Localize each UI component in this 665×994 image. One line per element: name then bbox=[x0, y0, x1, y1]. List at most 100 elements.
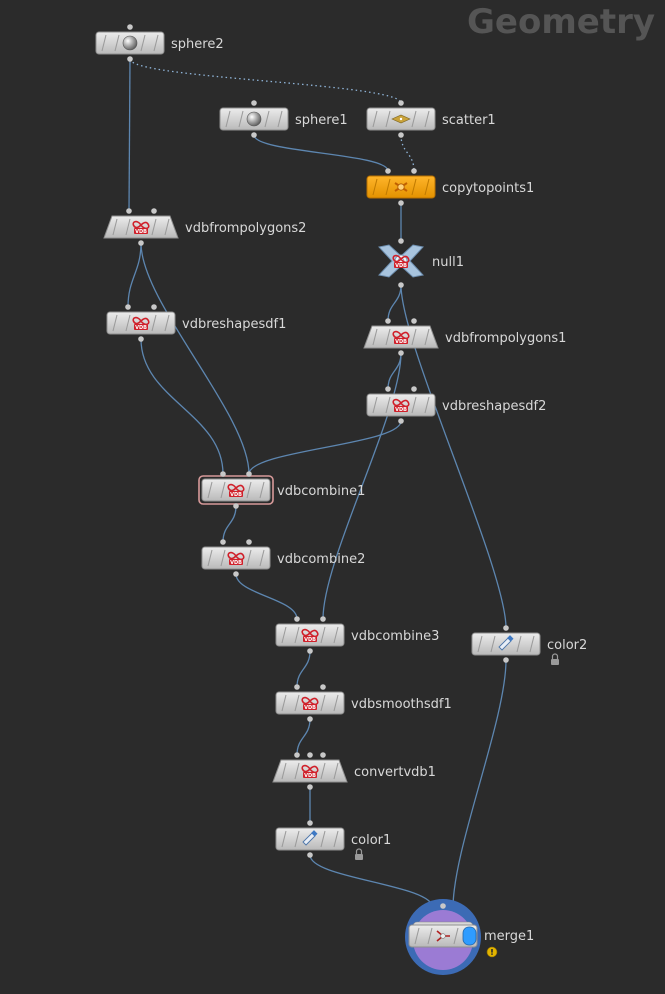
input-port[interactable] bbox=[220, 471, 226, 477]
wire-vdbreshapesdf1-to-vdbcombine1[interactable] bbox=[140, 338, 224, 475]
input-port[interactable] bbox=[307, 820, 313, 826]
node-merge1[interactable]: merge1 bbox=[405, 899, 534, 975]
node-sphere1[interactable]: sphere1 bbox=[219, 100, 348, 138]
output-port[interactable] bbox=[138, 336, 144, 342]
input-port[interactable] bbox=[126, 208, 132, 214]
node-color1[interactable]: color1 bbox=[275, 820, 391, 860]
svg-text:VDB: VDB bbox=[395, 407, 407, 413]
wire-vdbfrompolygons2-to-vdbreshapesdf1[interactable] bbox=[127, 242, 142, 308]
merge-icon bbox=[436, 930, 450, 942]
input-port[interactable] bbox=[398, 238, 404, 244]
node-label: copytopoints1 bbox=[442, 181, 534, 196]
output-port[interactable] bbox=[503, 657, 509, 663]
wire-vdbreshapesdf2-to-vdbcombine1[interactable] bbox=[248, 420, 402, 475]
output-port[interactable] bbox=[398, 418, 404, 424]
wire-color1-to-merge1[interactable] bbox=[309, 854, 434, 909]
input-port[interactable] bbox=[246, 471, 252, 477]
node-tile bbox=[378, 244, 424, 278]
input-port[interactable] bbox=[294, 684, 300, 690]
input-port[interactable] bbox=[151, 208, 157, 214]
wire-color2-to-merge1[interactable] bbox=[452, 659, 507, 909]
node-scatter1[interactable]: scatter1 bbox=[366, 100, 496, 138]
output-port[interactable] bbox=[398, 350, 404, 356]
wire-vdbfrompolygons1-to-vdbcombine3[interactable] bbox=[322, 352, 402, 620]
wire-vdbcombine3-to-vdbsmoothsdf1[interactable] bbox=[296, 650, 311, 688]
output-port[interactable] bbox=[398, 200, 404, 206]
input-port[interactable] bbox=[220, 539, 226, 545]
input-port[interactable] bbox=[385, 168, 391, 174]
node-tile bbox=[106, 311, 176, 335]
lock-icon bbox=[551, 653, 559, 665]
input-port[interactable] bbox=[320, 684, 326, 690]
input-port[interactable] bbox=[398, 100, 404, 106]
svg-text:VDB: VDB bbox=[230, 492, 242, 498]
node-vdbcombine1[interactable]: VDB vdbcombine1 bbox=[198, 471, 365, 509]
node-label: sphere1 bbox=[295, 113, 348, 128]
input-port[interactable] bbox=[127, 24, 133, 30]
sphere-icon bbox=[246, 111, 262, 127]
node-label: color2 bbox=[547, 638, 587, 653]
node-color2[interactable]: color2 bbox=[471, 625, 587, 665]
output-port[interactable] bbox=[307, 852, 313, 858]
input-port[interactable] bbox=[251, 100, 257, 106]
node-label: vdbcombine1 bbox=[277, 484, 365, 499]
input-port[interactable] bbox=[503, 625, 509, 631]
input-port[interactable] bbox=[411, 168, 417, 174]
wire-vdbsmoothsdf1-to-convertvdb1[interactable] bbox=[296, 718, 311, 756]
output-port[interactable] bbox=[398, 282, 404, 288]
output-port[interactable] bbox=[398, 132, 404, 138]
input-port[interactable] bbox=[246, 539, 252, 545]
input-port[interactable] bbox=[411, 386, 417, 392]
context-title: Geometry bbox=[467, 2, 655, 42]
node-label: vdbcombine2 bbox=[277, 552, 365, 567]
input-port[interactable] bbox=[294, 752, 300, 758]
input-port[interactable] bbox=[307, 752, 313, 758]
node-sphere2[interactable]: sphere2 bbox=[95, 24, 224, 62]
output-port[interactable] bbox=[233, 571, 239, 577]
input-port[interactable] bbox=[294, 616, 300, 622]
vdb-icon: VDB bbox=[301, 696, 319, 711]
wire-null1-to-color2[interactable] bbox=[400, 284, 507, 629]
lock-icon bbox=[355, 848, 363, 860]
node-tile bbox=[198, 475, 274, 505]
input-port[interactable] bbox=[320, 616, 326, 622]
output-port[interactable] bbox=[307, 716, 313, 722]
wire-null1-to-vdbfrompolygons1[interactable] bbox=[387, 284, 402, 322]
input-port[interactable] bbox=[411, 318, 417, 324]
output-port[interactable] bbox=[307, 784, 313, 790]
input-port[interactable] bbox=[440, 903, 446, 909]
output-port[interactable] bbox=[251, 132, 257, 138]
output-port[interactable] bbox=[233, 503, 239, 509]
wire-sphere1-to-copytopoints1[interactable] bbox=[253, 134, 389, 172]
wire-vdbcombine1-to-vdbcombine2[interactable] bbox=[222, 505, 237, 543]
input-port[interactable] bbox=[320, 752, 326, 758]
output-port[interactable] bbox=[138, 240, 144, 246]
node-tile bbox=[363, 325, 439, 349]
output-port[interactable] bbox=[307, 648, 313, 654]
input-port[interactable] bbox=[151, 304, 157, 310]
color-icon bbox=[498, 635, 514, 651]
svg-text:VDB: VDB bbox=[304, 637, 316, 643]
input-port[interactable] bbox=[125, 304, 131, 310]
wire-vdbcombine2-to-vdbcombine3[interactable] bbox=[235, 573, 298, 620]
wire-vdbfrompolygons2-to-vdbcombine1[interactable] bbox=[140, 242, 250, 475]
svg-text:VDB: VDB bbox=[135, 229, 147, 235]
wire-scatter1-to-copytopoints1[interactable] bbox=[400, 134, 415, 172]
input-port[interactable] bbox=[385, 318, 391, 324]
input-port[interactable] bbox=[385, 386, 391, 392]
node-copytopoints1[interactable]: copytopoints1 bbox=[366, 168, 534, 206]
wire-sphere2-to-vdbfrompolygons2[interactable] bbox=[128, 58, 131, 212]
warning-icon bbox=[486, 946, 498, 958]
wire-sphere2-to-scatter1[interactable] bbox=[129, 58, 402, 104]
output-port[interactable] bbox=[127, 56, 133, 62]
